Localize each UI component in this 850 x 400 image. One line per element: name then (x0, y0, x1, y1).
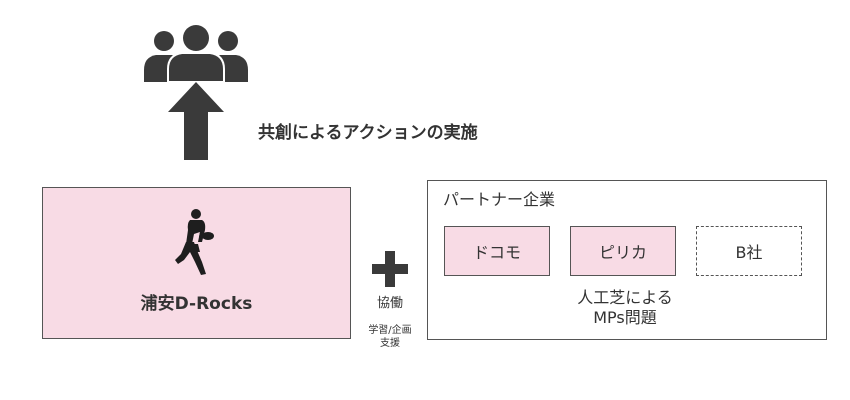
company-b: B社 (696, 226, 802, 276)
issue-label-line1: 人工芝による (577, 288, 673, 307)
team-name: 浦安D-Rocks (140, 294, 253, 314)
action-label: 共創によるアクションの実施 (258, 123, 478, 143)
partner-title: パートナー企業 (443, 190, 556, 209)
support-label-line1: 学習/企画 (368, 325, 412, 336)
support-label-line2: 支援 (380, 338, 400, 349)
people-group-icon (144, 25, 248, 82)
issue-label: 人工芝による MPs問題 (550, 288, 700, 328)
collaboration-label: 協働 (376, 296, 403, 311)
company-pirika: ピリカ (570, 226, 676, 276)
plus-icon (372, 251, 408, 287)
issue-label-line2: MPs問題 (593, 308, 657, 327)
company-docomo: ドコモ (444, 226, 550, 276)
rugby-player-icon (175, 209, 214, 275)
arrow-up-icon (168, 82, 224, 160)
support-label: 学習/企画 支援 (356, 324, 424, 350)
